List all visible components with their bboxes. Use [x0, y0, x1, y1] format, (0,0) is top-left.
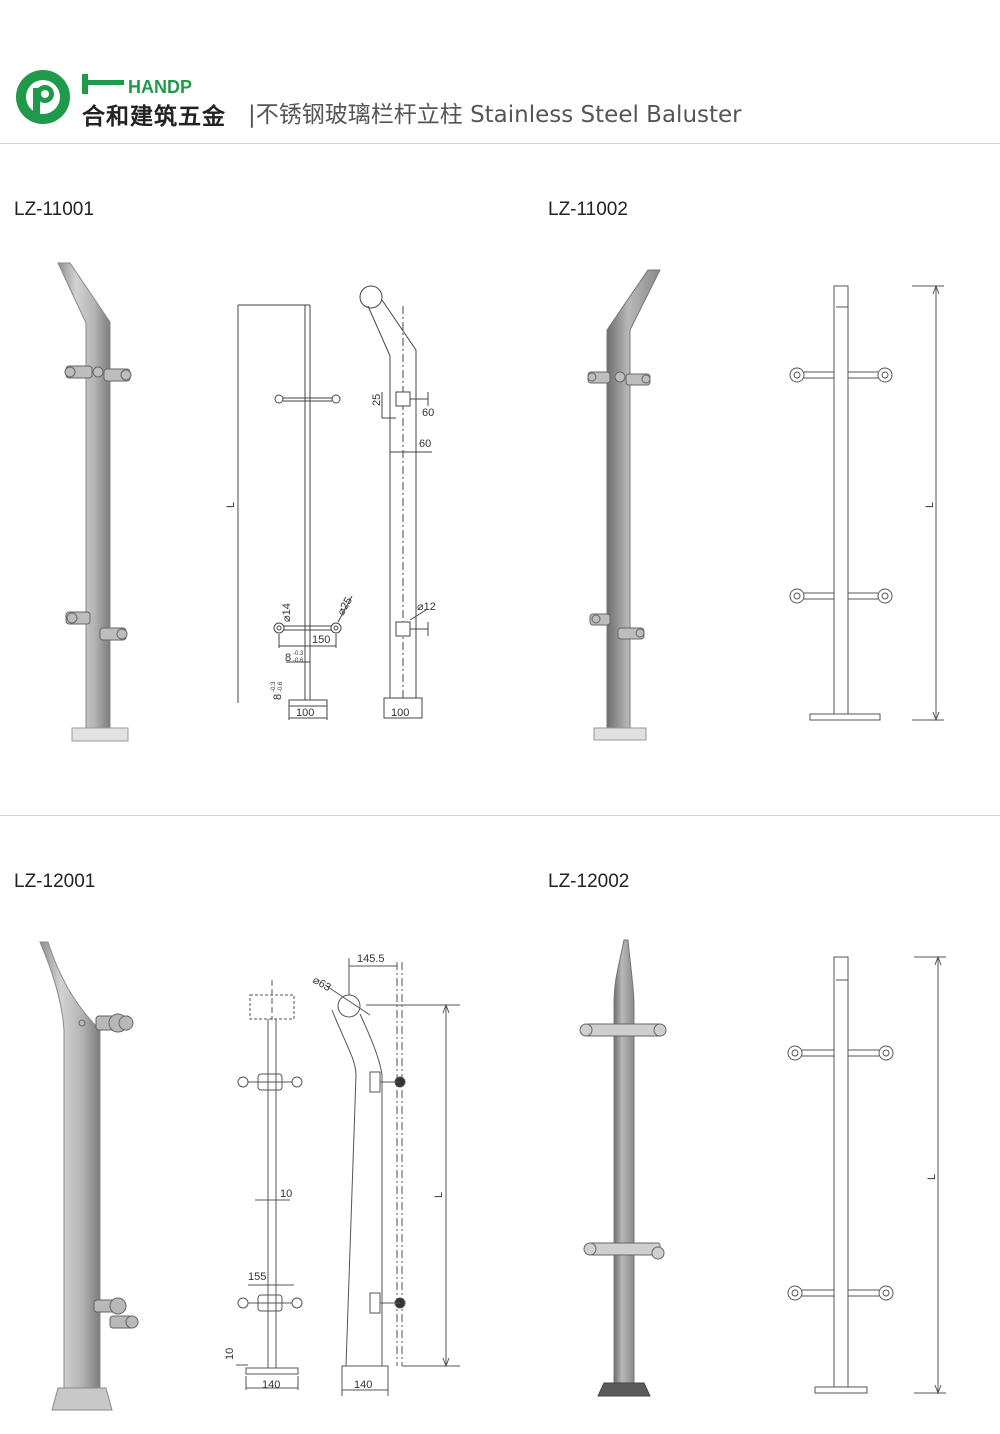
- drawing-lz-11002: [789, 284, 944, 722]
- dim-tolerance: -0.6: [293, 658, 304, 664]
- page-title: |不锈钢玻璃栏杆立柱 Stainless Steel Baluster: [248, 95, 742, 129]
- brand-name-cn: 合和建筑五金: [82, 104, 226, 130]
- side-drawing-lz-11001: [359, 285, 432, 719]
- dim-side: 25: [371, 394, 383, 406]
- product-photo-lz-11001: [57, 262, 132, 742]
- dim-washer: ⌀25: [335, 595, 355, 617]
- page-header: HANDP 合和建筑五金 |不锈钢玻璃栏杆立柱 Stainless Steel …: [0, 0, 1000, 144]
- dim-pin: ⌀14: [281, 603, 293, 622]
- brand-wordmark: HANDP: [82, 74, 192, 96]
- product-code: LZ-11001: [14, 199, 94, 220]
- title-separator: |: [248, 102, 256, 128]
- product-photo-lz-12002: [579, 939, 667, 1397]
- dim-tube: ⌀63: [311, 974, 333, 994]
- dim-plate: 8: [285, 652, 291, 664]
- dim-side: 60: [422, 407, 434, 419]
- brand-letters: HANDP: [128, 77, 192, 96]
- dim-l: L: [924, 502, 936, 508]
- drawing-lz-12002: [787, 955, 946, 1395]
- dim-plate: 10: [224, 1348, 236, 1360]
- dim-clamp-spacing: 150: [312, 634, 330, 646]
- title-cn: 不锈钢玻璃栏杆立柱: [255, 102, 463, 128]
- dim-offset: 145.5: [357, 953, 385, 965]
- front-drawing-lz-12001: [236, 980, 303, 1390]
- product-code: LZ-12001: [14, 871, 96, 892]
- product-photo-lz-12001: [39, 941, 139, 1411]
- dim-l: L: [926, 1174, 938, 1180]
- dim-l: L: [433, 1192, 445, 1198]
- front-drawing-lz-11001: [237, 304, 353, 720]
- section-divider: [0, 815, 1000, 816]
- dim-base: 140: [262, 1379, 280, 1391]
- product-photo-lz-11002: [587, 269, 661, 741]
- dim-tolerance: -0.3: [293, 651, 304, 657]
- dim-l: L: [225, 502, 237, 508]
- dim-clamp-spacing: 155: [248, 1271, 266, 1283]
- dim-hole: ⌀12: [417, 601, 436, 613]
- product-code: LZ-12002: [548, 871, 630, 892]
- dim-base: 140: [354, 1379, 372, 1391]
- dim-post-width: 10: [280, 1188, 292, 1200]
- title-en: Stainless Steel Baluster: [470, 102, 742, 128]
- dim-tolerance: -0.3: [271, 681, 277, 692]
- header-divider: [0, 143, 1000, 144]
- side-drawing-lz-12001: [324, 958, 460, 1396]
- brand-logo-icon: [16, 70, 70, 124]
- dim-base: 100: [391, 707, 409, 719]
- product-code: LZ-11002: [548, 199, 628, 220]
- dim-side: 60: [419, 438, 431, 450]
- dim-tolerance: -0.6: [278, 681, 284, 692]
- dim-plate: 8: [272, 694, 284, 700]
- dim-base: 100: [296, 707, 314, 719]
